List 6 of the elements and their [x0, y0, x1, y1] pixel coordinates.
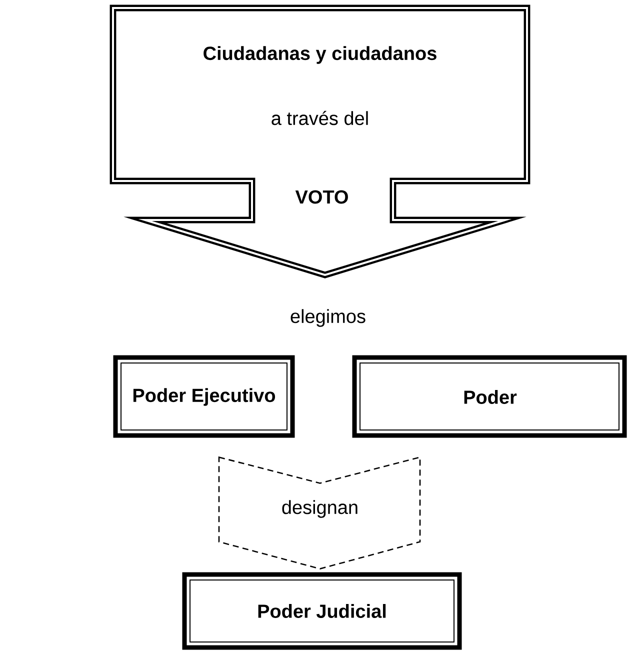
- power-box: Poder Ejecutivo: [113, 355, 295, 438]
- arrow-label: elegimos: [290, 309, 366, 327]
- edge-label: designan: [280, 499, 360, 519]
- power-box: Poder Judicial: [182, 572, 462, 650]
- power-box: Poder: [352, 355, 627, 438]
- chevron-arrow: [218, 456, 421, 570]
